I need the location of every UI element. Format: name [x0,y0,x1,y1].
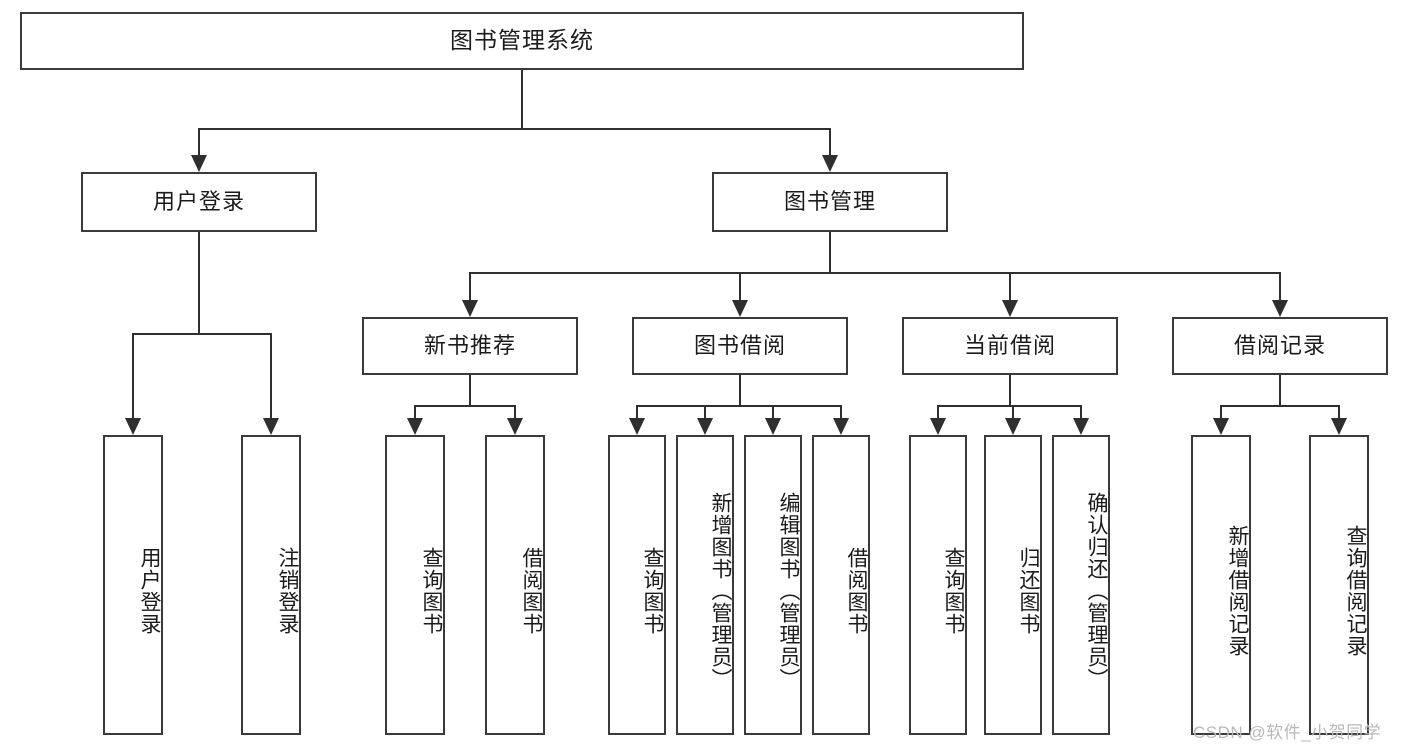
connector-drop-leaf-edit-book [772,405,774,419]
arrow-head-icon [930,418,946,435]
node-root: 图书管理系统 [20,12,1024,70]
node-leaf-confirm-return: 确认归还（管理员） [1052,435,1110,735]
node-label: 新增图书（管理员） [709,492,732,690]
connector-drop-leaf-query-book-cur [937,405,939,419]
node-leaf-user-login: 用户登录 [103,435,163,735]
connector-bus-book-borrow [637,405,841,407]
connector-drop-leaf-return-book [1012,405,1014,419]
connector-stem-book-borrow [739,375,741,405]
connector-drop-leaf-query-book-rec [414,405,416,419]
connector-bus-root [199,128,830,130]
node-leaf-add-book: 新增图书（管理员） [676,435,734,735]
node-label: 图书借阅 [693,333,786,359]
node-leaf-borrow-book-bor: 借阅图书 [812,435,870,735]
node-label: 图书管理系统 [450,27,594,54]
node-label: 当前借阅 [963,333,1056,359]
connector-drop-current-borrow [1009,272,1011,301]
connector-bus-borrow-record [1221,405,1339,407]
node-new-book-rec: 新书推荐 [362,317,578,375]
arrow-head-icon [462,300,478,317]
arrow-head-icon [407,418,423,435]
node-label: 查询图书 [420,547,443,635]
node-label: 借阅图书 [520,547,543,635]
arrow-head-icon [833,418,849,435]
node-leaf-borrow-book-rec: 借阅图书 [485,435,545,735]
node-borrow-record: 借阅记录 [1172,317,1388,375]
arrow-head-icon [191,155,207,172]
node-leaf-add-record: 新增借阅记录 [1191,435,1251,735]
node-label: 借阅图书 [845,547,868,635]
node-label: 确认归还（管理员） [1085,492,1108,690]
arrow-head-icon [822,155,838,172]
connector-bus-current-borrow [938,405,1081,407]
connector-bus-new-book-rec [415,405,515,407]
node-label: 查询图书 [641,547,664,635]
node-label: 用户登录 [138,547,161,635]
connector-drop-leaf-confirm-return [1080,405,1082,419]
connector-stem-new-book-rec [469,375,471,405]
node-leaf-query-book-cur: 查询图书 [909,435,967,735]
arrow-head-icon [1331,418,1347,435]
connector-drop-user-login [198,128,200,156]
node-label: 归还图书 [1017,547,1040,635]
connector-stem-root [521,70,523,128]
connector-stem-user-login [198,232,200,333]
node-user-login: 用户登录 [81,172,317,232]
connector-drop-borrow-record [1279,272,1281,301]
node-book-manage: 图书管理 [712,172,948,232]
arrow-head-icon [732,300,748,317]
arrow-head-icon [1073,418,1089,435]
connector-stem-book-manage [829,232,831,272]
node-label: 新书推荐 [423,333,516,359]
arrow-head-icon [507,418,523,435]
connector-drop-leaf-add-record [1220,405,1222,419]
csdn-watermark: CSDN @软件_小贺同学 [1193,723,1382,742]
connector-bus-book-manage [470,272,1280,274]
node-label: 用户登录 [152,189,245,215]
node-label: 查询图书 [942,547,965,635]
node-label: 查询借阅记录 [1344,525,1367,657]
node-current-borrow: 当前借阅 [902,317,1118,375]
node-label: 编辑图书（管理员） [777,492,800,690]
node-leaf-query-record: 查询借阅记录 [1309,435,1369,735]
connector-drop-leaf-query-book-bor [636,405,638,419]
node-leaf-query-book-rec: 查询图书 [385,435,445,735]
node-label: 借阅记录 [1233,333,1326,359]
connector-drop-leaf-borrow-book-bor [840,405,842,419]
node-leaf-return-book: 归还图书 [984,435,1042,735]
node-label: 注销登录 [276,547,299,635]
arrow-head-icon [1272,300,1288,317]
arrow-head-icon [1005,418,1021,435]
connector-drop-leaf-query-record [1338,405,1340,419]
node-leaf-user-logout: 注销登录 [241,435,301,735]
connector-drop-leaf-user-logout [270,333,272,419]
node-leaf-query-book-bor: 查询图书 [608,435,666,735]
arrow-head-icon [765,418,781,435]
arrow-head-icon [1002,300,1018,317]
arrow-head-icon [1213,418,1229,435]
connector-drop-leaf-user-login [132,333,134,419]
connector-drop-book-borrow [739,272,741,301]
node-label: 新增借阅记录 [1226,525,1249,657]
connector-stem-borrow-record [1279,375,1281,405]
arrow-head-icon [263,418,279,435]
connector-drop-new-book-rec [469,272,471,301]
arrow-head-icon [629,418,645,435]
node-book-borrow: 图书借阅 [632,317,848,375]
connector-drop-leaf-borrow-book-rec [514,405,516,419]
arrow-head-icon [125,418,141,435]
node-leaf-edit-book: 编辑图书（管理员） [744,435,802,735]
connector-drop-book-manage [829,128,831,156]
node-label: 图书管理 [783,189,876,215]
connector-stem-current-borrow [1009,375,1011,405]
connector-drop-leaf-add-book [704,405,706,419]
connector-bus-user-login [133,333,271,335]
arrow-head-icon [697,418,713,435]
